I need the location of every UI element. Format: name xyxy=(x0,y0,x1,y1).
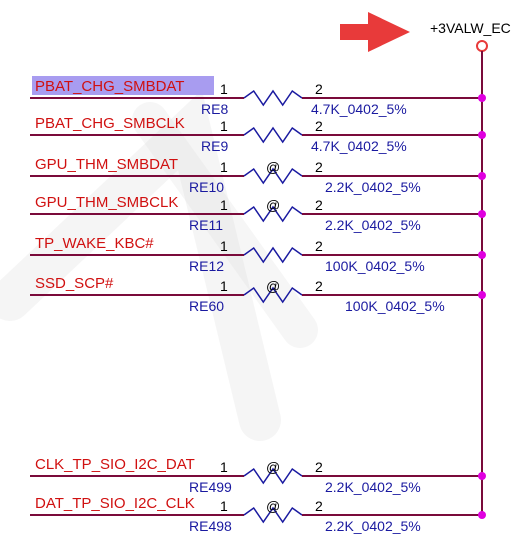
resistor-value: 2.2K_0402_5% xyxy=(325,518,421,534)
resistor-row: DAT_TP_SIO_I2C_CLK 1 2 @ RE498 2.2K_0402_5% xyxy=(30,495,486,534)
resistor-row: CLK_TP_SIO_I2C_DAT 1 2 @ RE499 2.2K_0402_5% xyxy=(30,456,486,495)
junction-dot xyxy=(478,172,486,180)
resistor-symbol-icon xyxy=(243,467,303,485)
net-label: CLK_TP_SIO_I2C_DAT xyxy=(35,456,195,473)
resistor-row: GPU_THM_SMBDAT 1 2 @ RE10 2.2K_0402_5% xyxy=(30,156,486,195)
resistor-value: 2.2K_0402_5% xyxy=(325,179,421,195)
junction-dot xyxy=(478,131,486,139)
power-terminal-icon xyxy=(476,40,488,52)
power-rail-label: +3VALW_EC xyxy=(430,20,511,36)
pin-1-label: 1 xyxy=(220,278,228,294)
pin-1-label: 1 xyxy=(220,159,228,175)
ref-designator: RE10 xyxy=(189,179,224,195)
dnp-marker: @ xyxy=(266,498,280,514)
resistor-value: 2.2K_0402_5% xyxy=(325,217,421,233)
resistor-row: SSD_SCP# 1 2 @ RE60 100K_0402_5% xyxy=(30,275,486,314)
resistor-row: GPU_THM_SMBCLK 1 2 @ RE11 2.2K_0402_5% xyxy=(30,194,486,233)
pin-2-label: 2 xyxy=(315,118,323,134)
pin-2-label: 2 xyxy=(315,278,323,294)
pin-1-label: 1 xyxy=(220,498,228,514)
pin-2-label: 2 xyxy=(315,459,323,475)
pin-1-label: 1 xyxy=(220,238,228,254)
junction-dot xyxy=(478,511,486,519)
resistor-symbol-icon xyxy=(243,246,303,264)
junction-dot xyxy=(478,94,486,102)
resistor-value: 100K_0402_5% xyxy=(345,298,445,314)
pin-2-label: 2 xyxy=(315,81,323,97)
dnp-marker: @ xyxy=(266,197,280,213)
pin-1-label: 1 xyxy=(220,118,228,134)
pin-2-label: 2 xyxy=(315,238,323,254)
watermark xyxy=(0,89,318,441)
resistor-symbol-icon xyxy=(243,167,303,185)
dnp-marker: @ xyxy=(266,459,280,475)
dnp-marker: @ xyxy=(266,159,280,175)
net-label: PBAT_CHG_SMBDAT xyxy=(35,78,184,95)
arrow-icon xyxy=(340,12,410,52)
junction-dot xyxy=(478,291,486,299)
resistor-value: 100K_0402_5% xyxy=(325,258,425,274)
dnp-marker: @ xyxy=(266,278,280,294)
pin-2-label: 2 xyxy=(315,498,323,514)
net-label: SSD_SCP# xyxy=(35,275,114,292)
net-label: PBAT_CHG_SMBCLK xyxy=(35,115,185,132)
junction-dot xyxy=(478,251,486,259)
ref-designator: RE9 xyxy=(201,138,228,154)
resistor-symbol-icon xyxy=(243,205,303,223)
net-label: DAT_TP_SIO_I2C_CLK xyxy=(35,495,195,512)
ref-designator: RE499 xyxy=(189,479,232,495)
net-label: GPU_THM_SMBDAT xyxy=(35,156,178,173)
ref-designator: RE60 xyxy=(189,298,224,314)
resistor-value: 2.2K_0402_5% xyxy=(325,479,421,495)
ref-designator: RE498 xyxy=(189,518,232,534)
pin-1-label: 1 xyxy=(220,197,228,213)
pin-1-label: 1 xyxy=(220,459,228,475)
resistor-symbol-icon xyxy=(243,506,303,524)
resistor-value: 4.7K_0402_5% xyxy=(311,101,407,117)
ref-designator: RE8 xyxy=(201,101,228,117)
resistor-symbol-icon xyxy=(243,126,303,144)
ref-designator: RE11 xyxy=(189,217,223,233)
junction-dot xyxy=(478,210,486,218)
pin-2-label: 2 xyxy=(315,159,323,175)
resistor-value: 4.7K_0402_5% xyxy=(311,138,407,154)
ref-designator: RE12 xyxy=(189,258,224,274)
junction-dot xyxy=(478,472,486,480)
resistor-symbol-icon xyxy=(243,286,303,304)
net-label: TP_WAKE_KBC# xyxy=(35,235,154,252)
net-highlight xyxy=(32,76,214,95)
pin-1-label: 1 xyxy=(220,81,228,97)
net-label: GPU_THM_SMBCLK xyxy=(35,194,178,211)
resistor-symbol-icon xyxy=(243,89,303,107)
pin-2-label: 2 xyxy=(315,197,323,213)
